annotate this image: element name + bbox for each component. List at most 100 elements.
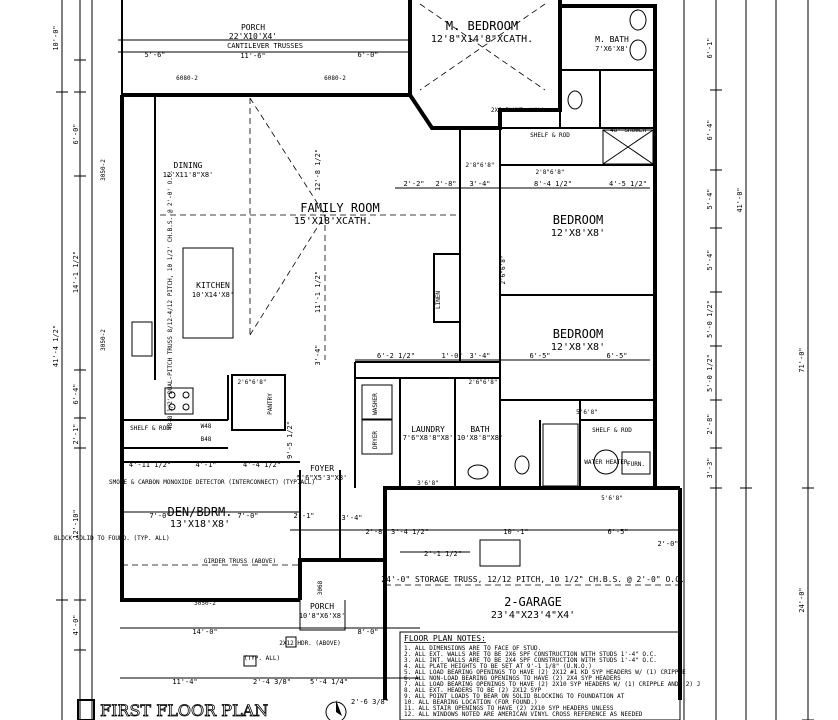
svg-text:3050-2: 3050-2 <box>100 159 107 181</box>
svg-text:6080-2: 6080-2 <box>176 75 198 82</box>
garage-name: 2-GARAGE <box>504 595 562 609</box>
header-note: 2X12 HDR. (ABOVE) <box>279 640 340 647</box>
svg-text:3068: 3068 <box>317 580 324 595</box>
bedroom-1-size: 12'X8'X8' <box>551 228 605 239</box>
svg-text:6'-0": 6'-0" <box>357 51 378 59</box>
girder-truss-note: GIRDER TRUSS (ABOVE) <box>204 558 276 565</box>
note-item: 8. ALL EXT. HEADERS TO BE (2) 2X12 SYP <box>404 687 542 694</box>
note-item: 6. ALL NON-LOAD BEARING OPENINGS TO HAVE… <box>404 675 621 682</box>
svg-text:2'8"6'8": 2'8"6'8" <box>536 169 565 176</box>
svg-text:6'-2 1/2": 6'-2 1/2" <box>377 352 415 360</box>
shelf-rod-note-3: SHELF & ROD <box>130 425 170 432</box>
kitchen-truss-note: 48-8 1/2' DUAL-PITCH TRUSS 8/12-4/12 PIT… <box>167 170 174 430</box>
bedroom-2-name: BEDROOM <box>553 327 604 341</box>
svg-text:2'6"6'8": 2'6"6'8" <box>500 256 507 285</box>
svg-text:6'-4": 6'-4" <box>706 119 714 140</box>
window-door-tags: 6080-2 6080-2 3050-2 3050-2 3050-2 3068 … <box>100 75 623 607</box>
fixtures <box>131 9 654 567</box>
den-name: DEN/BDRM. <box>167 505 232 519</box>
note-item: 12. ALL WINDOWS NOTED ARE AMERICAN VINYL… <box>404 711 643 718</box>
truss-lines <box>122 3 680 586</box>
note-item: 9. ALL POINT LOADS TO BEAR ON SOLID BLOC… <box>404 693 625 700</box>
svg-text:3'6'8": 3'6'8" <box>417 480 439 487</box>
master-bath-name: M. BATH <box>595 35 629 44</box>
dryer-tag: DRYER <box>372 431 379 449</box>
svg-text:3'-4": 3'-4" <box>469 352 490 360</box>
w48-tag: W48 <box>201 423 212 430</box>
svg-text:6'-5": 6'-5" <box>606 352 627 360</box>
floor-plan-notes-box: FLOOR PLAN NOTES: 1. ALL DIMENSIONS ARE … <box>399 631 700 720</box>
svg-text:12'-10": 12'-10" <box>72 509 80 539</box>
svg-text:71'-0": 71'-0" <box>798 347 806 372</box>
svg-text:3050-2: 3050-2 <box>100 329 107 351</box>
svg-text:11'-1 1/2": 11'-1 1/2" <box>314 271 322 313</box>
garage-truss-note: 24'-0" STORAGE TRUSS, 12/12 PITCH, 10 1/… <box>381 575 684 584</box>
svg-text:2'6"6'8": 2'6"6'8" <box>238 379 267 386</box>
svg-text:9'-5 1/2": 9'-5 1/2" <box>286 421 294 459</box>
svg-text:2'6"6'8": 2'6"6'8" <box>469 379 498 386</box>
north-arrow-pointer-icon <box>336 700 342 716</box>
linen-note: LINEN <box>435 291 442 309</box>
dining-name: DINING <box>174 161 203 170</box>
block-solid-note: BLOCK SOLID TO FOUND. (TYP. ALL) <box>54 535 170 542</box>
shelf-rod-note-2: SHELF & ROD <box>592 427 632 434</box>
svg-text:6080-2: 6080-2 <box>324 75 346 82</box>
water-heater-note: WATER HEATER <box>584 459 628 466</box>
svg-text:11'-6": 11'-6" <box>240 52 265 60</box>
svg-text:2'-1": 2'-1" <box>293 512 314 520</box>
bedroom-1-name: BEDROOM <box>553 213 604 227</box>
interior-walls <box>122 10 655 560</box>
note-item: 2. ALL EXT. WALLS ARE TO BE 2X6 SPF CONS… <box>404 651 657 658</box>
svg-text:5'-4": 5'-4" <box>706 188 714 209</box>
note-item: 3. ALL INT. WALLS ARE TO BE 2X4 SPF CONS… <box>404 657 657 664</box>
svg-text:41'-0": 41'-0" <box>736 187 744 212</box>
pantry-note: PANTRY <box>267 393 274 415</box>
svg-text:41'-4 1/2": 41'-4 1/2" <box>52 325 60 367</box>
svg-text:2'-1": 2'-1" <box>72 423 80 444</box>
note-item: 5. ALL LOAD BEARING OPENINGS TO HAVE (2)… <box>404 669 686 676</box>
bath-size: 10'X8'8"X8' <box>457 434 503 442</box>
bath-name: BATH <box>470 425 489 434</box>
master-bedroom-name: M. BEDROOM <box>446 19 518 33</box>
porch-top-name: PORCH <box>241 23 265 32</box>
svg-text:2'-8": 2'-8" <box>365 528 386 536</box>
svg-text:4'-11 1/2": 4'-11 1/2" <box>129 461 171 469</box>
porch-top-size: 22'X10'X4' <box>229 32 277 41</box>
b48-tag: B48 <box>201 436 212 443</box>
laundry-name: LAUNDRY <box>411 425 445 434</box>
kitchen-name: KITCHEN <box>196 281 230 290</box>
svg-text:11'-4": 11'-4" <box>172 678 197 686</box>
svg-text:7'-0": 7'-0" <box>149 512 170 520</box>
foyer-size: 5'6"X5'3"X8' <box>297 474 348 482</box>
svg-text:4'-4 1/2": 4'-4 1/2" <box>243 461 281 469</box>
svg-text:8'-0": 8'-0" <box>357 628 378 636</box>
svg-text:3'-4 1/2": 3'-4 1/2" <box>391 528 429 536</box>
svg-text:10'-1": 10'-1" <box>503 528 528 536</box>
svg-text:5'-0 1/2": 5'-0 1/2" <box>706 300 714 338</box>
svg-text:24'-0": 24'-0" <box>798 587 806 612</box>
shelf-rod-note: SHELF & ROD <box>530 132 570 139</box>
svg-text:1'-0": 1'-0" <box>441 352 462 360</box>
svg-text:4'-5 1/2": 4'-5 1/2" <box>609 180 647 188</box>
note-item: 10. ALL BEARING LOCATION (FOR FOUND.) <box>404 699 538 706</box>
svg-text:5'-4 1/4": 5'-4 1/4" <box>310 678 348 686</box>
kitchen-size: 10'X14'X8' <box>192 291 234 299</box>
den-size: 13'X18'X8' <box>170 519 230 530</box>
note-item: 4. ALL PLATE HEIGHTS TO BE SET AT 9'-1 1… <box>404 663 592 670</box>
master-bath-size: 7'X6'X8' <box>595 45 629 53</box>
family-room-size: 15'X18'XCATH. <box>294 216 372 227</box>
svg-text:12'-8 1/2": 12'-8 1/2" <box>314 149 322 191</box>
svg-text:6'-1": 6'-1" <box>706 37 714 58</box>
svg-text:4'-1": 4'-1" <box>195 461 216 469</box>
svg-text:3'-4": 3'-4" <box>469 180 490 188</box>
svg-text:2'-8": 2'-8" <box>706 413 714 434</box>
note-item: 7. ALL LOAD BEARING OPENINGS TO HAVE (2)… <box>404 681 700 688</box>
shower-note: 48" SHOWER <box>610 127 647 134</box>
dimension-lines <box>56 0 814 720</box>
plumb-wall-note: 2X6 PLUMB. WALL <box>491 107 546 114</box>
svg-text:2'-8": 2'-8" <box>435 180 456 188</box>
svg-text:4'-0": 4'-0" <box>72 614 80 635</box>
svg-text:2'8"6'8": 2'8"6'8" <box>466 162 495 169</box>
master-bedroom-size: 12'8"X14'8"XCATH. <box>431 34 533 45</box>
bedroom-2-size: 12'X8'X8' <box>551 342 605 353</box>
